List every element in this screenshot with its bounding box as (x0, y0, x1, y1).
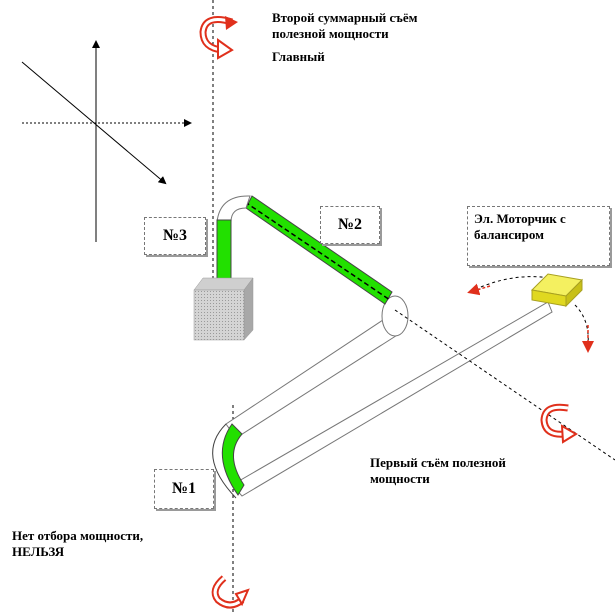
label-main: Главный (272, 49, 325, 64)
rotation-arrow-top-icon (199, 16, 238, 60)
arm-no3 (216, 219, 232, 283)
label-no-takeoff: Нет отбора мощности, НЕЛЬЗЯ (12, 528, 144, 559)
box-no2: №2 (320, 206, 380, 244)
rotation-arrow-right-icon (540, 403, 578, 444)
label-second-takeoff: Второй суммарный съём полезной мощности (272, 10, 418, 41)
label-first-takeoff: Первый съём полезной мощности (370, 455, 506, 486)
rotation-arrow-bottom-icon (211, 575, 250, 609)
elbow-top (216, 195, 251, 223)
coordinate-axes (21, 40, 192, 242)
motor-rotation-arrows (467, 276, 594, 353)
motor-block (530, 273, 584, 308)
lower-arm (225, 313, 403, 439)
box-motor: Эл. Моторчик с балансиром (467, 206, 610, 266)
elbow-no1 (212, 423, 245, 499)
box-no3: №3 (144, 217, 206, 255)
box-no1: №1 (154, 469, 214, 509)
joint-no2 (381, 295, 409, 337)
diagonal-axis-line (394, 309, 615, 461)
arm-no2 (244, 195, 393, 305)
gray-block (193, 277, 254, 341)
